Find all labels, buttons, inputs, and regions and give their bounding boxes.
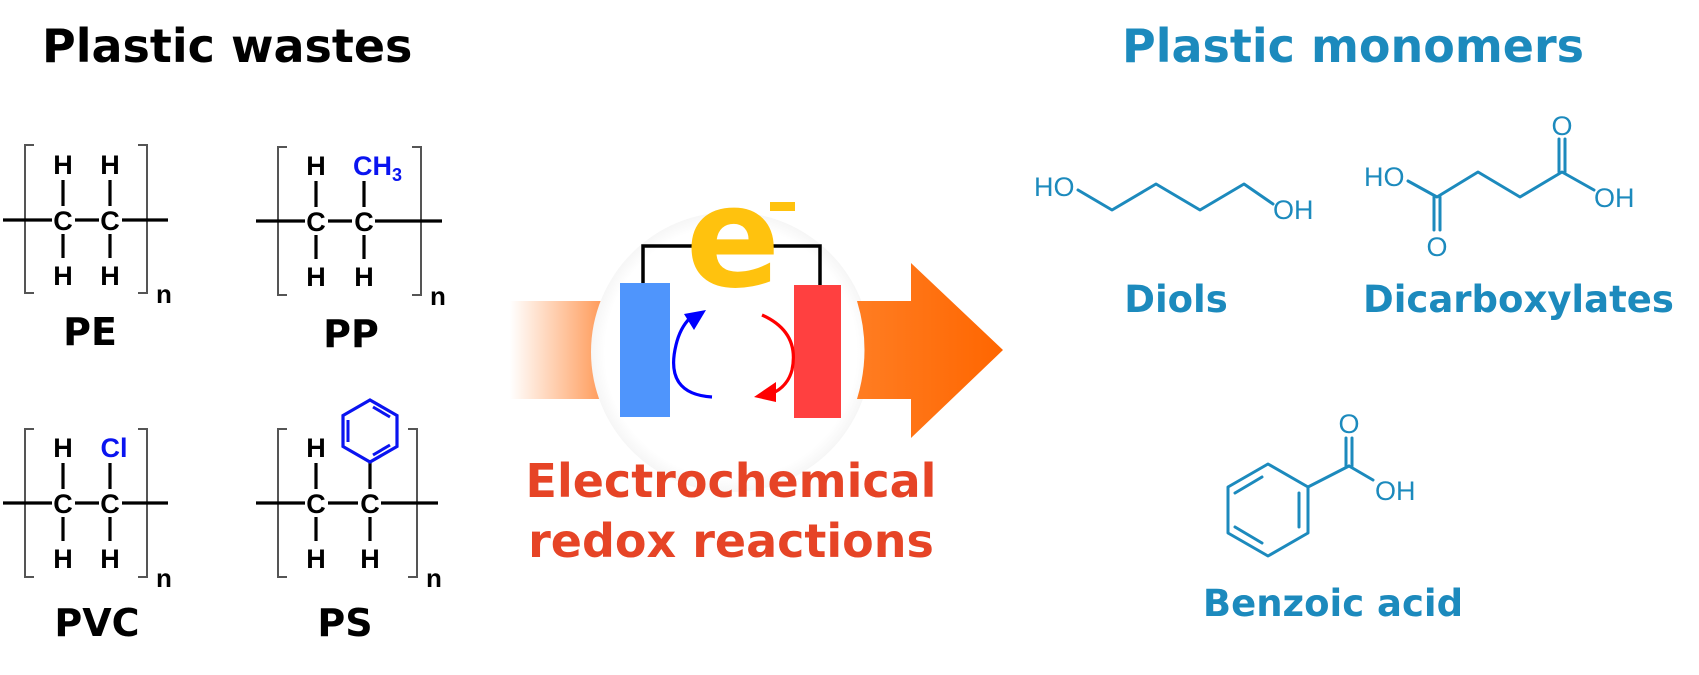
cell-halo bbox=[591, 212, 871, 492]
atom-h: H bbox=[360, 544, 380, 574]
product-label-dicarboxylates: Dicarboxylates bbox=[1363, 278, 1674, 321]
atom-c: C bbox=[360, 489, 380, 519]
atom-h: H bbox=[306, 433, 326, 463]
substituent-cl: Cl bbox=[101, 433, 128, 463]
electron-charge-icon bbox=[770, 202, 795, 211]
electron-symbol: e bbox=[686, 157, 781, 320]
polymer-ps: H C C H H n PS bbox=[256, 398, 442, 645]
substituent-ch: CH bbox=[353, 151, 392, 181]
right-title: Plastic monomers bbox=[1122, 19, 1584, 73]
group-oh: OH bbox=[1273, 195, 1314, 225]
atom-h: H bbox=[53, 261, 73, 291]
atom-h: H bbox=[306, 544, 326, 574]
polymer-label-pp: PP bbox=[323, 312, 379, 356]
process-label-line2: redox reactions bbox=[528, 514, 934, 568]
electrochemical-cell: e Electrochemical redox reactions bbox=[510, 157, 1003, 568]
reduction-cycle-arrow-icon bbox=[754, 313, 795, 402]
atom-h: H bbox=[100, 150, 120, 180]
group-oh: OH bbox=[1594, 183, 1635, 213]
atom-h: H bbox=[53, 150, 73, 180]
atom-h: H bbox=[306, 151, 326, 181]
atom-h: H bbox=[306, 262, 326, 292]
cathode-electrode bbox=[794, 285, 841, 418]
product-label-diols: Diols bbox=[1124, 278, 1228, 321]
repeat-n: n bbox=[156, 279, 172, 309]
external-circuit-wire bbox=[641, 244, 822, 285]
group-o: O bbox=[1426, 232, 1447, 262]
anode-electrode bbox=[620, 283, 670, 417]
phenyl-ring bbox=[341, 398, 399, 464]
atom-c: C bbox=[100, 489, 120, 519]
left-title: Plastic wastes bbox=[42, 19, 412, 73]
polymer-label-pe: PE bbox=[63, 310, 117, 354]
atom-c: C bbox=[53, 489, 73, 519]
output-arrow-icon bbox=[857, 263, 1003, 438]
atom-c: C bbox=[53, 206, 73, 236]
substituent-ch3: CH3 bbox=[353, 151, 402, 185]
atom-h: H bbox=[354, 262, 374, 292]
group-o: O bbox=[1338, 409, 1359, 439]
repeat-n: n bbox=[426, 563, 442, 593]
process-label-line1: Electrochemical bbox=[526, 454, 937, 508]
polymer-label-pvc: PVC bbox=[54, 601, 139, 645]
polymer-pvc: H Cl C C H H n PVC bbox=[3, 428, 172, 645]
repeat-n: n bbox=[156, 563, 172, 593]
substituent-subscript: 3 bbox=[392, 165, 402, 185]
group-ho: HO bbox=[1364, 162, 1405, 192]
product-label-benzoic-acid: Benzoic acid bbox=[1203, 582, 1463, 625]
polymer-label-ps: PS bbox=[317, 601, 372, 645]
atom-c: C bbox=[100, 206, 120, 236]
atom-h: H bbox=[100, 261, 120, 291]
atom-c: C bbox=[306, 207, 326, 237]
atom-h: H bbox=[100, 544, 120, 574]
polymer-pe: H H C C H H n PE bbox=[3, 144, 172, 354]
oxidation-cycle-arrow-icon bbox=[672, 310, 713, 399]
product-diols: HO OH Diols bbox=[1034, 172, 1314, 321]
group-ho: HO bbox=[1034, 172, 1075, 202]
atom-c: C bbox=[306, 489, 326, 519]
product-dicarboxylates: HO O O OH Dicarboxylates bbox=[1363, 111, 1674, 321]
group-o: O bbox=[1551, 111, 1572, 141]
input-flow-band bbox=[510, 301, 602, 399]
polymer-pp: H CH3 C C H H n PP bbox=[256, 146, 446, 356]
group-oh: OH bbox=[1375, 476, 1416, 506]
atom-c: C bbox=[354, 207, 374, 237]
atom-h: H bbox=[53, 544, 73, 574]
atom-h: H bbox=[53, 433, 73, 463]
product-benzoic-acid: O OH Benzoic acid bbox=[1203, 409, 1463, 625]
repeat-n: n bbox=[430, 281, 446, 311]
